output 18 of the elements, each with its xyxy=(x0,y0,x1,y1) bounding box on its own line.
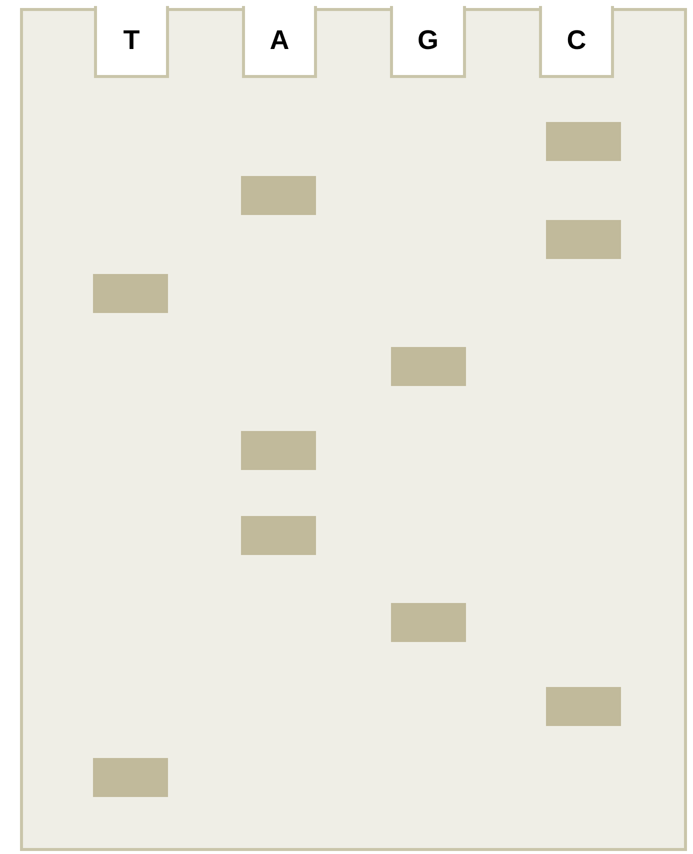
gel-band xyxy=(93,758,168,797)
sample-well xyxy=(390,6,466,78)
gel-band xyxy=(546,122,621,161)
gel-band xyxy=(241,431,316,470)
gel-band xyxy=(391,603,466,642)
gel-band xyxy=(546,687,621,726)
sample-well xyxy=(94,6,169,78)
gel-band xyxy=(241,176,316,215)
gel-band xyxy=(241,516,316,555)
lane-letter: G xyxy=(417,25,438,56)
lane-letter: A xyxy=(270,25,290,56)
lane-letter: C xyxy=(566,25,586,56)
gel-band xyxy=(93,274,168,313)
lane-letter: T xyxy=(123,25,140,56)
sample-well xyxy=(242,6,317,78)
gel-band xyxy=(546,220,621,259)
gel-band xyxy=(391,347,466,386)
sample-well xyxy=(539,6,614,78)
